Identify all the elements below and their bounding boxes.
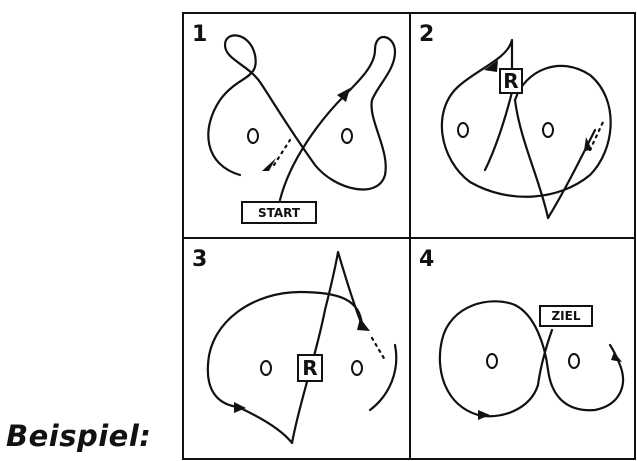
pylon-left xyxy=(486,353,498,369)
r-box xyxy=(297,354,323,382)
route-path xyxy=(207,34,397,202)
route-path xyxy=(206,250,364,445)
ziel-label: ZIEL xyxy=(551,309,580,323)
dotted-line xyxy=(588,120,605,152)
start-box xyxy=(241,201,317,224)
r-label: R xyxy=(302,356,317,380)
pylon-left xyxy=(457,122,469,138)
dotted-line xyxy=(272,138,292,167)
panel-3-number: 3 xyxy=(192,247,207,272)
panel-grid xyxy=(182,12,636,460)
panel-4-number: 4 xyxy=(419,247,434,272)
caption-label: Beispiel: xyxy=(6,419,152,453)
dotted-line xyxy=(370,336,387,362)
pylon-right xyxy=(341,128,353,144)
pylon-right xyxy=(542,122,554,138)
panel-2-number: 2 xyxy=(419,22,434,47)
direction-arrow-2 xyxy=(262,158,276,171)
panel-1-number: 1 xyxy=(192,22,207,47)
pylon-left xyxy=(260,360,272,376)
r-box xyxy=(499,68,523,94)
route-path xyxy=(438,300,625,418)
pylon-right xyxy=(568,353,580,369)
panel-2: 2 R xyxy=(419,22,612,220)
direction-arrow-2 xyxy=(611,352,622,362)
start-label: START xyxy=(258,206,301,220)
direction-arrow-1 xyxy=(478,410,490,420)
pylon-right xyxy=(351,360,363,376)
ziel-box xyxy=(539,305,593,327)
route-path-end xyxy=(368,343,398,412)
panel-3: 3 R xyxy=(192,247,398,445)
direction-arrow-1 xyxy=(484,60,498,72)
panel-4: 4 ZIEL xyxy=(419,247,625,420)
direction-arrow-1 xyxy=(337,88,350,102)
pylon-left xyxy=(247,128,259,144)
direction-arrow-2 xyxy=(357,318,370,331)
direction-arrow-1 xyxy=(234,402,246,413)
r-label: R xyxy=(503,69,518,93)
panel-1: 1 START xyxy=(192,22,397,224)
route-path xyxy=(440,38,612,220)
